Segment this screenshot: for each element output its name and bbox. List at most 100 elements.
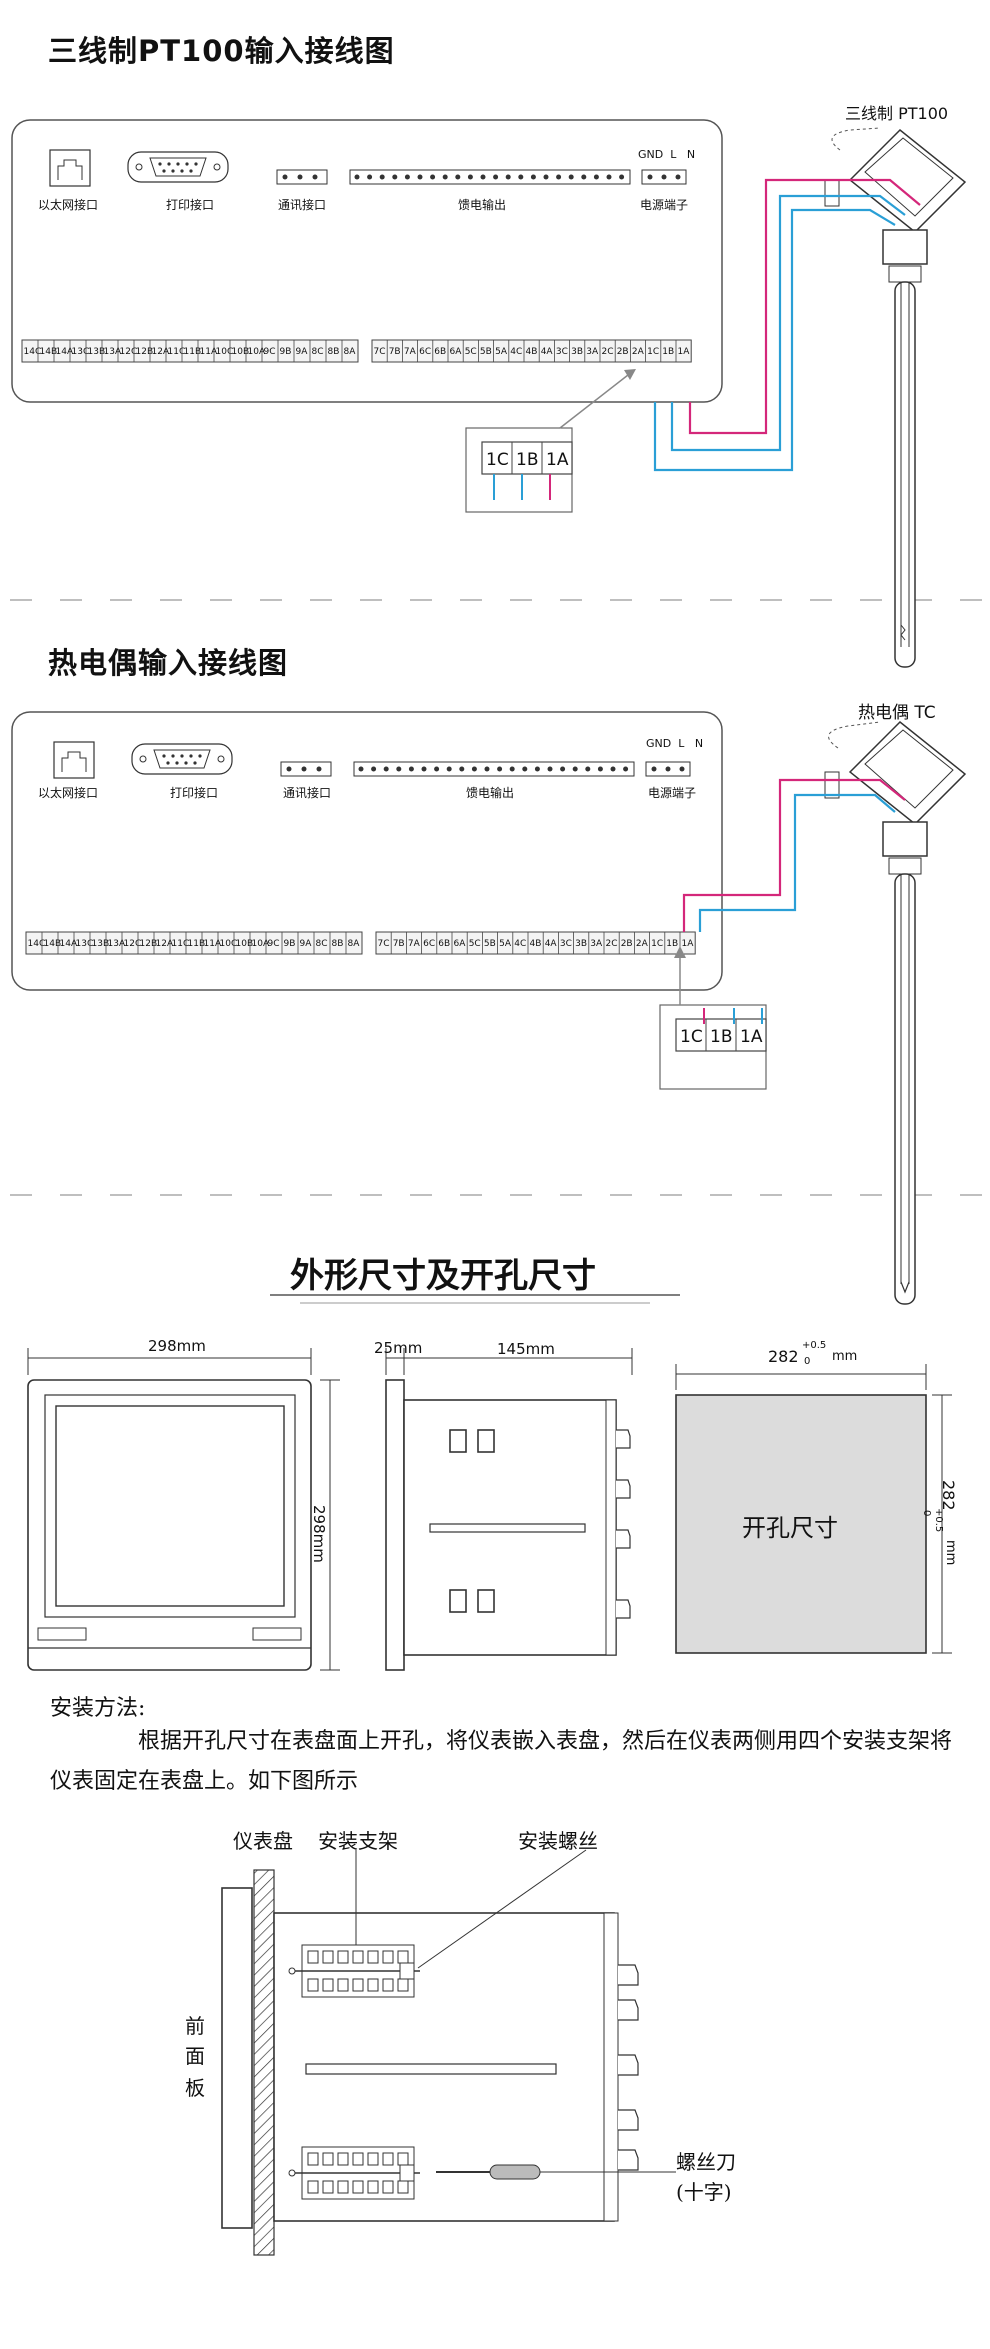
terminal-label-13C: 13C — [76, 939, 94, 949]
screwdriver-handle — [489, 2164, 541, 2180]
db9-pin — [158, 162, 162, 166]
feed-pin — [480, 174, 486, 180]
side-view-back — [605, 1399, 617, 1656]
side-thickness-label: 25mm — [374, 1339, 423, 1357]
terminal-label-6C: 6C — [423, 939, 435, 949]
terminal-label-2C: 2C — [606, 939, 618, 949]
feed-pin — [597, 766, 603, 772]
terminal-label-10B: 10B — [232, 347, 250, 357]
terminal-label-11B: 11B — [188, 939, 206, 949]
terminal-label-5A: 5A — [499, 939, 512, 949]
terminal-label-9A: 9A — [296, 347, 309, 357]
comm-pin — [286, 766, 292, 772]
port-label-power: 电源端子 — [640, 198, 689, 212]
install-text: 根据开孔尺寸在表盘面上开孔，将仪表嵌入表盘，然后在仪表两侧用四个安装支架将仪表固… — [50, 1729, 953, 1794]
port-label-ethernet-2: 以太网接口 — [38, 786, 99, 800]
terminal-label-1A: 1A — [682, 939, 695, 949]
label-front-3: 板 — [185, 2076, 205, 2100]
comm-pin — [297, 174, 303, 180]
port-label-feed-2: 馈电输出 — [466, 786, 515, 800]
section3-title: 外形尺寸及开孔尺寸 — [290, 1256, 596, 1296]
bracket-hole — [382, 2152, 394, 2166]
side-view-bracket-slot — [449, 1429, 467, 1453]
terminal-label-14B: 14B — [40, 347, 58, 357]
install-connector — [618, 1999, 639, 2021]
bracket-hole — [397, 1950, 409, 1964]
power-pin — [651, 766, 657, 772]
terminal-label-8A: 8A — [348, 939, 361, 949]
comm-pin — [316, 766, 322, 772]
terminal-label-8C: 8C — [316, 939, 328, 949]
terminal-label-8A: 8A — [344, 347, 357, 357]
terminal-label-12B: 12B — [140, 939, 158, 949]
feed-pin — [455, 174, 461, 180]
feed-pin — [547, 766, 553, 772]
terminal-label-12B: 12B — [136, 347, 154, 357]
terminal-label-4C: 4C — [510, 347, 522, 357]
db9-screw — [213, 163, 221, 171]
zoom-arrow-head-1 — [624, 369, 636, 380]
terminal-label-1B: 1B — [662, 347, 674, 357]
pt100-sensor — [824, 128, 967, 668]
terminal-label-1B: 1B — [666, 939, 678, 949]
terminal-label-11C: 11C — [168, 347, 186, 357]
terminal-label-6B: 6B — [438, 939, 450, 949]
terminal-label-3C: 3C — [556, 347, 568, 357]
db9-shell — [153, 749, 211, 769]
terminal-label-14C: 14C — [24, 347, 42, 357]
terminal-label-2B: 2B — [621, 939, 633, 949]
pt100-sensor-coil — [900, 624, 906, 641]
sensor-label-tc: 热电偶 TC — [858, 703, 936, 723]
db9-pin — [162, 169, 166, 173]
feed-pin — [556, 174, 562, 180]
feed-pin — [585, 766, 591, 772]
tc-dashed-loop — [828, 721, 881, 749]
feed-pin — [467, 174, 473, 180]
zoom-arrow-head-2 — [674, 946, 686, 958]
install-back — [603, 1912, 619, 2222]
tc-sensor-tube — [894, 873, 916, 1305]
terminal-label-10B: 10B — [236, 939, 254, 949]
terminal-label-1C: 1C — [651, 939, 663, 949]
install-front-plate — [221, 1887, 253, 2229]
feed-pin — [383, 766, 389, 772]
bracket-hole — [397, 1978, 409, 1992]
db9-pin — [171, 754, 175, 758]
power-pins-label-2: GND L N — [646, 737, 704, 750]
side-view-connector — [616, 1429, 631, 1449]
label-panel: 仪表盘 — [233, 1829, 293, 1853]
terminal-label-7C: 7C — [378, 939, 390, 949]
terminal-label-3A: 3A — [586, 347, 599, 357]
cutout-height-tol-upper: +0.5 — [933, 1508, 944, 1533]
cutout-width-tol-upper: +0.5 — [802, 1340, 827, 1351]
device-box-1 — [11, 119, 723, 403]
tc-sensor — [824, 720, 967, 1305]
db9-pin — [167, 162, 171, 166]
port-label-comm: 通讯接口 — [278, 198, 327, 212]
front-height-label: 298mm — [310, 1505, 328, 1563]
terminal-label-9B: 9B — [284, 939, 296, 949]
terminal-label-5C: 5C — [465, 347, 477, 357]
terminal-label-14A: 14A — [60, 939, 78, 949]
ethernet-jack-outline — [61, 751, 87, 772]
bracket-hole — [307, 2180, 319, 2194]
terminal-label-2A: 2A — [632, 347, 645, 357]
power-pin — [675, 174, 681, 180]
terminal-label-9C: 9C — [264, 347, 276, 357]
pt100-sensor-gland — [824, 179, 840, 207]
zoom-label-1B: 1B — [516, 450, 538, 470]
feed-pin — [509, 766, 515, 772]
install-panel-hatch — [253, 1869, 275, 2256]
power-pin — [665, 766, 671, 772]
feed-pin — [354, 174, 360, 180]
terminal-label-7C: 7C — [374, 347, 386, 357]
terminal-label-1A: 1A — [678, 347, 691, 357]
zoom-label-1C: 1C — [680, 1027, 703, 1047]
terminal-label-3B: 3B — [575, 939, 587, 949]
terminal-label-7B: 7B — [389, 347, 401, 357]
comm-port-icon — [280, 761, 332, 777]
terminal-label-1C: 1C — [647, 347, 659, 357]
pt100-wire-magenta — [688, 178, 921, 435]
comm-pin — [282, 174, 288, 180]
bracket-nut — [399, 2164, 415, 2182]
